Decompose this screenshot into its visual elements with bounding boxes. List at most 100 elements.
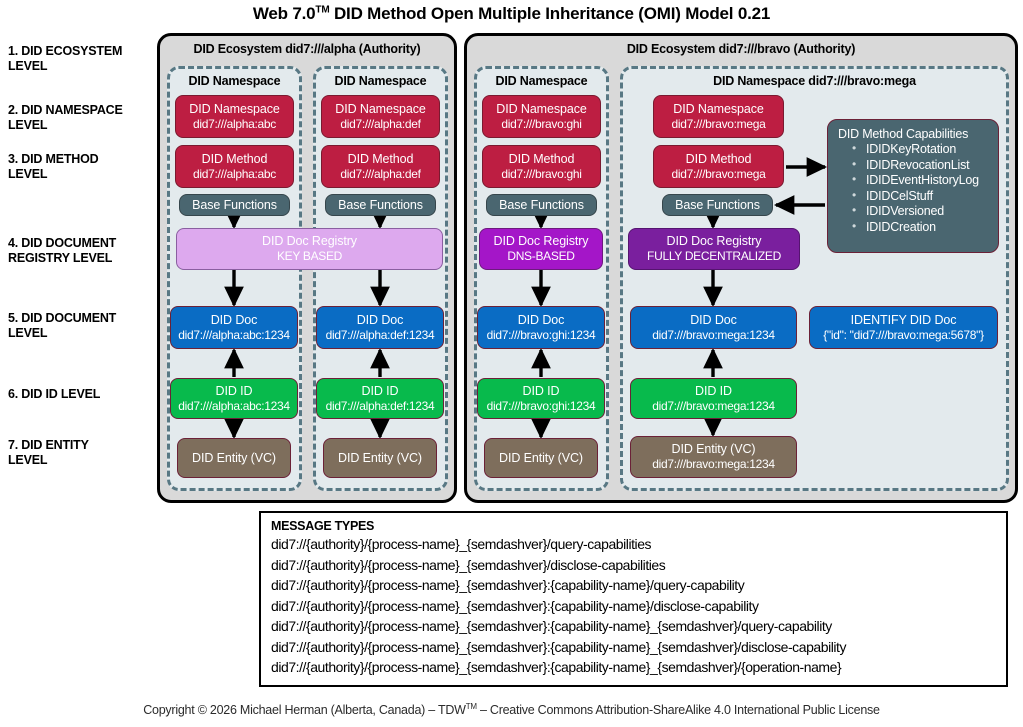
node-base-functions-alpha-abc[interactable]: Base Functions [179,194,290,216]
node-method-alpha-abc-line2: did7:///alpha:abc [193,166,276,181]
message-types-box[interactable]: MESSAGE TYPES did7://{authority}/{proces… [259,511,1008,687]
node-did-entity-alpha-abc-label: DID Entity (VC) [192,450,276,465]
node-did-id-alpha-abc-line2: did7:///alpha:abc:1234 [178,398,290,413]
node-did-id-alpha-def-line1: DID ID [361,383,399,398]
node-namespace-alpha-def-line2: did7:///alpha:def [340,116,421,131]
copyright-after: – Creative Commons Attribution-ShareAlik… [476,703,880,718]
level-label-7-line2: LEVEL [8,453,48,467]
node-base-functions-bravo-mega-label: Base Functions [675,197,760,212]
node-method-bravo-ghi[interactable]: DID Method did7:///bravo:ghi [482,145,601,188]
message-type-line: did7://{authority}/{process-name}_{semda… [271,577,745,593]
node-did-doc-alpha-abc-line1: DID Doc [210,312,258,327]
node-namespace-alpha-def[interactable]: DID Namespace did7:///alpha:def [321,95,440,138]
node-did-doc-bravo-mega[interactable]: DID Doc did7:///bravo:mega:1234 [630,306,797,349]
node-namespace-bravo-ghi-line1: DID Namespace [496,101,587,116]
connector-arrows [224,157,828,440]
node-base-functions-alpha-def[interactable]: Base Functions [325,194,436,216]
node-did-doc-alpha-def-line1: DID Doc [356,312,404,327]
node-method-alpha-def[interactable]: DID Method did7:///alpha:def [321,145,440,188]
node-did-entity-bravo-ghi-label: DID Entity (VC) [499,450,583,465]
node-did-doc-alpha-abc-line2: did7:///alpha:abc:1234 [178,327,290,342]
message-types-title: MESSAGE TYPES [271,519,375,533]
node-method-bravo-ghi-line1: DID Method [508,151,575,166]
node-did-entity-bravo-mega-line2: did7:///bravo:mega:1234 [652,457,775,471]
level-label-6: 6. DID ID LEVEL [8,387,156,402]
level-label-3: 3. DID METHOD LEVEL [8,152,156,182]
node-did-doc-alpha-def[interactable]: DID Doc did7:///alpha:def:1234 [316,306,444,349]
node-did-entity-bravo-ghi[interactable]: DID Entity (VC) [484,438,598,478]
node-did-id-alpha-abc[interactable]: DID ID did7:///alpha:abc:1234 [170,378,298,419]
node-namespace-bravo-ghi[interactable]: DID Namespace did7:///bravo:ghi [482,95,601,138]
node-identify-did-doc-bravo-mega[interactable]: IDENTIFY DID Doc {"id": "did7:///bravo:m… [809,306,998,349]
node-did-doc-bravo-mega-line1: DID Doc [690,312,737,327]
node-namespace-bravo-mega[interactable]: DID Namespace did7:///bravo:mega [653,95,784,138]
node-base-functions-alpha-abc-label: Base Functions [192,197,277,212]
node-method-alpha-abc[interactable]: DID Method did7:///alpha:abc [175,145,294,188]
message-type-line: did7://{authority}/{process-name}_{semda… [271,638,847,655]
page-title: Web 7.0TM DID Method Open Multiple Inher… [0,4,1023,24]
node-base-functions-alpha-def-label: Base Functions [338,197,423,212]
level-label-5-line2: LEVEL [8,326,48,340]
level-label-2-line2: LEVEL [8,118,48,132]
message-type-line: did7://{authority}/{process-name}_{semda… [271,659,842,675]
capabilities-title: DID Method Capabilities [838,127,969,141]
node-registry-alpha-key-based[interactable]: DID Doc Registry KEY BASED [176,228,443,270]
level-label-2: 2. DID NAMESPACE LEVEL [8,103,156,133]
level-label-4-line2: REGISTRY LEVEL [8,251,113,265]
level-label-6-line1: 6. DID ID LEVEL [8,387,101,401]
level-label-1: 1. DID ECOSYSTEM LEVEL [8,44,156,74]
node-did-entity-alpha-def[interactable]: DID Entity (VC) [323,438,437,478]
level-label-3-line1: 3. DID METHOD [8,152,99,166]
trademark-icon: TM [315,4,330,16]
node-method-alpha-abc-line1: DID Method [201,151,268,166]
node-identify-did-doc-line1: IDENTIFY DID Doc [850,312,957,327]
capability-item: IDIDRevocationList [852,157,990,174]
node-namespace-alpha-abc-line2: did7:///alpha:abc [193,116,276,131]
node-registry-bravo-ghi-dns-based[interactable]: DID Doc Registry DNS-BASED [479,228,603,270]
node-did-entity-alpha-abc[interactable]: DID Entity (VC) [177,438,291,478]
node-method-bravo-mega[interactable]: DID Method did7:///bravo:mega [653,145,784,188]
node-base-functions-bravo-ghi[interactable]: Base Functions [486,194,597,216]
copyright-footer: Copyright © 2026 Michael Herman (Alberta… [0,702,1023,717]
level-label-3-line2: LEVEL [8,167,48,181]
node-did-entity-alpha-def-label: DID Entity (VC) [338,450,422,465]
level-label-5: 5. DID DOCUMENT LEVEL [8,311,156,341]
node-did-id-bravo-mega[interactable]: DID ID did7:///bravo:mega:1234 [630,378,797,419]
node-namespace-bravo-ghi-line2: did7:///bravo:ghi [501,116,582,131]
node-did-id-bravo-ghi[interactable]: DID ID did7:///bravo:ghi:1234 [477,378,605,419]
capability-item: IDIDVersioned [852,203,990,220]
node-did-doc-alpha-abc[interactable]: DID Doc did7:///alpha:abc:1234 [170,306,298,349]
node-namespace-alpha-def-line1: DID Namespace [335,101,426,116]
node-registry-bravo-mega-fully-decentralized[interactable]: DID Doc Registry FULLY DECENTRALIZED [628,228,800,270]
node-did-id-bravo-ghi-line1: DID ID [522,383,560,398]
message-type-line: did7://{authority}/{process-name}_{semda… [271,556,666,573]
level-label-1-line2: LEVEL [8,59,48,73]
node-did-entity-bravo-mega[interactable]: DID Entity (VC) did7:///bravo:mega:1234 [630,436,797,478]
title-rest: DID Method Open Multiple Inheritance (OM… [329,4,771,23]
node-registry-alpha-key-based-line2: KEY BASED [276,249,343,263]
ecosystem-bravo-title: DID Ecosystem did7:///bravo (Authority) [626,42,856,56]
node-did-id-alpha-abc-line1: DID ID [215,383,253,398]
level-label-7-line1: 7. DID ENTITY [8,438,89,452]
capabilities-list: IDIDKeyRotation IDIDRevocationList IDIDE… [838,141,990,236]
node-registry-bravo-mega-line2: FULLY DECENTRALIZED [647,249,781,263]
node-did-doc-bravo-mega-line2: did7:///bravo:mega:1234 [652,327,775,342]
node-base-functions-bravo-ghi-label: Base Functions [499,197,584,212]
capability-item: IDIDEventHistoryLog [852,172,990,189]
node-did-id-alpha-def-line2: did7:///alpha:def:1234 [325,398,435,413]
node-method-bravo-ghi-line2: did7:///bravo:ghi [501,166,582,181]
node-namespace-alpha-abc[interactable]: DID Namespace did7:///alpha:abc [175,95,294,138]
namespace-panel-alpha-def-title: DID Namespace [334,74,427,88]
node-did-id-alpha-def[interactable]: DID ID did7:///alpha:def:1234 [316,378,444,419]
node-base-functions-bravo-mega[interactable]: Base Functions [662,194,773,216]
node-namespace-bravo-mega-line2: did7:///bravo:mega [671,116,766,131]
level-label-1-line1: 1. DID ECOSYSTEM [8,44,123,58]
node-did-doc-bravo-ghi[interactable]: DID Doc did7:///bravo:ghi:1234 [477,306,605,349]
node-registry-alpha-key-based-line1: DID Doc Registry [262,234,357,248]
node-did-entity-bravo-mega-line1: DID Entity (VC) [671,442,756,456]
capability-item: IDIDCreation [852,219,990,236]
node-namespace-bravo-mega-line1: DID Namespace [673,101,764,116]
ecosystem-alpha-title: DID Ecosystem did7:///alpha (Authority) [193,42,421,56]
did-method-capabilities-panel[interactable]: DID Method Capabilities IDIDKeyRotation … [827,119,999,253]
node-registry-bravo-ghi-line2: DNS-BASED [507,249,575,263]
